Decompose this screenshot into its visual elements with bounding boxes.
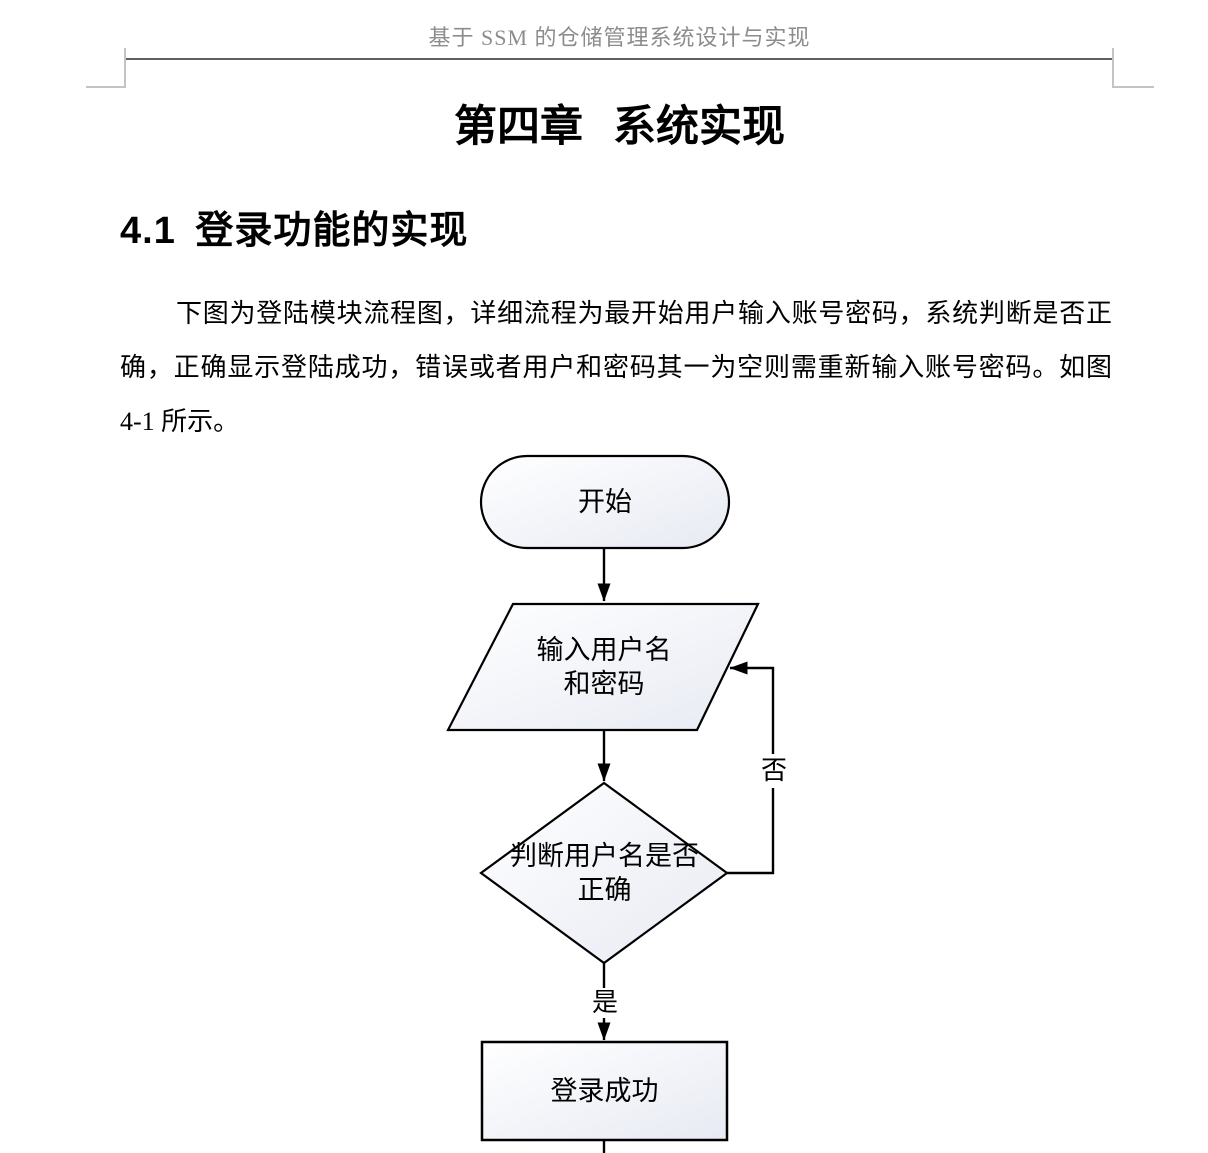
header-rule	[125, 58, 1114, 60]
decision-node-label: 判断用户名是否 正确	[510, 841, 699, 905]
edge-label-no: 否	[758, 754, 790, 788]
margin-crop-mark-right-vertical	[1112, 48, 1114, 88]
paragraph: 下图为登陆模块流程图，详细流程为最开始用户输入账号密码，系统判断是否正 确，正确…	[120, 287, 1112, 449]
margin-crop-mark-right-horizontal	[1112, 86, 1154, 88]
chapter-title: 第四章 系统实现	[454, 103, 785, 151]
success-node-shape	[480, 1040, 729, 1142]
paragraph-line-1: 下图为登陆模块流程图，详细流程为最开始用户输入账号密码，系统判断是否正	[176, 299, 1112, 328]
running-header-title: 基于 SSM 的仓储管理系统设计与实现	[428, 25, 811, 50]
input-node-label: 输入用户名 和密码	[536, 635, 672, 699]
input-node-shape	[446, 602, 760, 732]
paragraph-line-2: 确，正确显示登陆成功，错误或者用户和密码其一为空则需重新输入账号密码。如图	[120, 353, 1112, 382]
edge-label-yes: 是	[589, 988, 621, 1018]
section-heading: 4.1 登录功能的实现	[120, 210, 469, 252]
start-node-label: 开始	[578, 486, 632, 517]
margin-crop-mark-left-vertical	[124, 48, 126, 88]
paragraph-line-3: 4-1 所示。	[120, 407, 240, 436]
margin-crop-mark-left-horizontal	[86, 86, 126, 88]
success-node-label: 登录成功	[550, 1076, 659, 1106]
